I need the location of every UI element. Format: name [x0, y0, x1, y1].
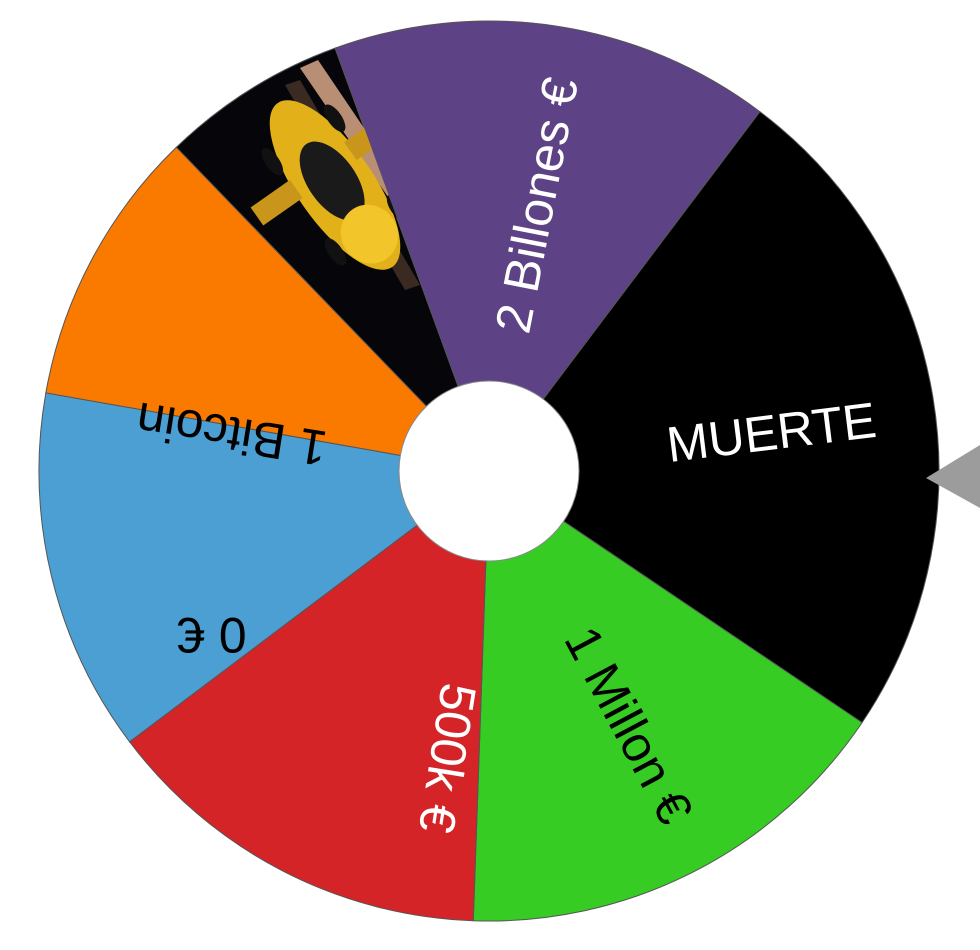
- wheel-segment-1-bitcoin[interactable]: [45, 146, 491, 472]
- wheel-segment-2-billones[interactable]: [334, 20, 761, 473]
- pointer-arrow-icon: [926, 445, 980, 508]
- wheel-segment-muerte[interactable]: [488, 110, 940, 724]
- wheel-segment-1-millon[interactable]: [472, 470, 863, 922]
- wheel-segment-500k[interactable]: [128, 469, 490, 922]
- segment-label-0-euro: 0 €: [177, 607, 247, 663]
- wheel-segment-0-euro[interactable]: [38, 392, 491, 743]
- wheel-hub[interactable]: [398, 380, 580, 562]
